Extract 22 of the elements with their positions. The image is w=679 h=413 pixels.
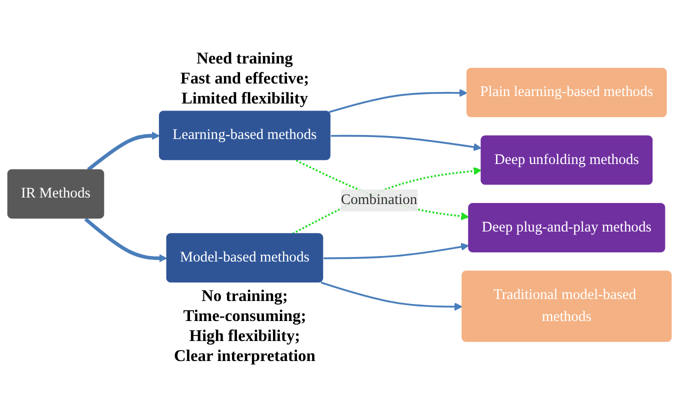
- arrow: [84, 217, 168, 262]
- arrow: [324, 242, 469, 260]
- node-note: No training;: [202, 286, 288, 305]
- arrow: [296, 160, 469, 220]
- arrow: [320, 281, 462, 310]
- node-note: Clear interpretation: [174, 346, 316, 365]
- edge-label: Combination: [340, 192, 418, 208]
- node-note: Need training: [196, 48, 293, 68]
- node-box: Plain learning-based methods: [466, 68, 667, 117]
- node-box: Traditional model-based methods: [462, 270, 672, 342]
- node-note: Fast and effective;: [180, 68, 310, 88]
- node-note: Limited flexibility: [181, 88, 308, 108]
- node-box: Model-based methods: [166, 233, 324, 282]
- arrow: [328, 88, 468, 113]
- node-box: Deep unfolding methods: [480, 135, 653, 185]
- arrow: [330, 134, 482, 151]
- node-box: IR Methods: [7, 169, 104, 218]
- node-note: Time-consuming;: [183, 306, 306, 325]
- arrow: [87, 132, 160, 171]
- node-note: High flexibility;: [189, 326, 300, 345]
- node-box: Deep plug-and-play methods: [468, 202, 666, 252]
- node-box: Learning-based methods: [158, 110, 330, 160]
